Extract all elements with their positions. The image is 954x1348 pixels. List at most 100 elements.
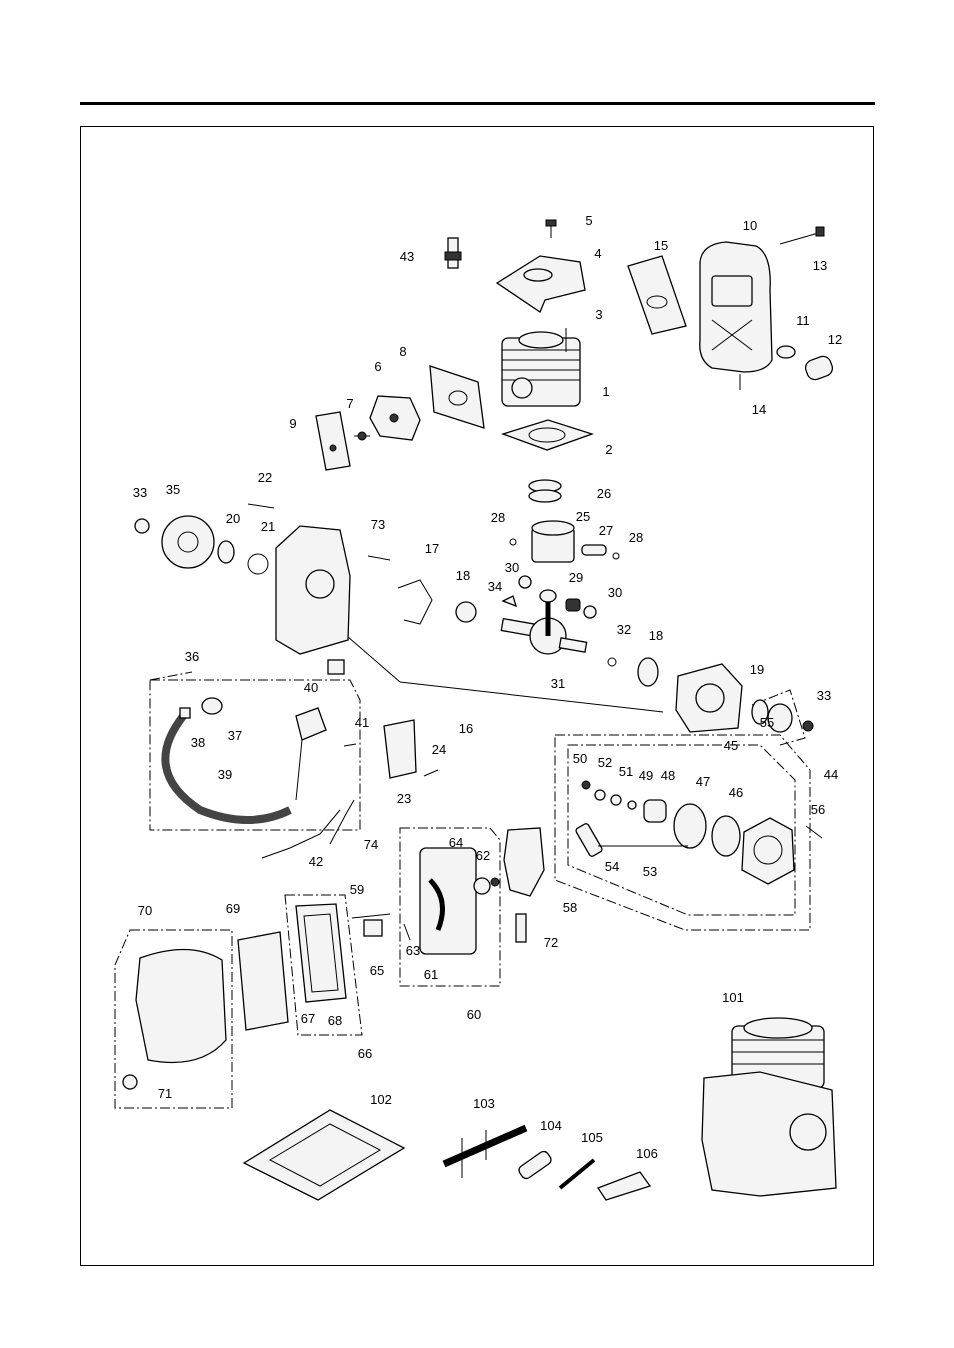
callout-60: 60 (467, 1007, 481, 1022)
callout-9: 9 (289, 416, 296, 431)
group-55-box (751, 689, 806, 746)
washer-51 (610, 794, 622, 806)
callout-15: 15 (654, 238, 668, 253)
key-34 (501, 595, 518, 608)
choke-65 (363, 919, 383, 937)
air-cover-group-box (114, 929, 233, 1109)
callout-14: 14 (752, 402, 766, 417)
callout-46: 46 (729, 785, 743, 800)
bolt-59 (351, 913, 391, 919)
carburetor-group-box (399, 827, 501, 987)
callout-54: 54 (605, 859, 619, 874)
screw-5 (545, 219, 557, 238)
callout-27: 27 (599, 523, 613, 538)
muffler-10 (699, 241, 773, 373)
callout-22: 22 (258, 470, 272, 485)
callout-68: 68 (328, 1013, 342, 1028)
callout-63: 63 (406, 943, 420, 958)
callout-20: 20 (226, 511, 240, 526)
callout-5: 5 (585, 213, 592, 228)
washer-30b (583, 605, 597, 619)
callout-40: 40 (304, 680, 318, 695)
crankcase-half-right (675, 663, 743, 733)
callout-106: 106 (636, 1146, 658, 1161)
callout-102: 102 (370, 1092, 392, 1107)
callout-35: 35 (166, 482, 180, 497)
grommet-37 (201, 697, 223, 715)
recoil-starter-group-box-45 (567, 744, 796, 916)
insulator-gasket-8 (429, 365, 485, 429)
callout-28: 28 (491, 510, 505, 525)
cap-40 (327, 659, 345, 675)
group-36-leader (149, 671, 193, 681)
callout-19: 19 (750, 662, 764, 677)
crankcase-half-left (275, 525, 351, 655)
callout-36: 36 (185, 649, 199, 664)
callout-51: 51 (619, 764, 633, 779)
tool-105 (558, 1158, 596, 1190)
callout-29: 29 (569, 570, 583, 585)
callout-62: 62 (476, 848, 490, 863)
piston-ring-26b (528, 489, 562, 503)
callout-38: 38 (191, 735, 205, 750)
callout-23: 23 (397, 791, 411, 806)
washer-30a (518, 575, 532, 589)
callout-34: 34 (488, 579, 502, 594)
callout-33: 33 (133, 485, 147, 500)
wire-74 (329, 799, 355, 845)
pulley-55 (767, 703, 793, 733)
callout-30: 30 (505, 560, 519, 575)
diagram-frame (80, 126, 874, 1266)
filter-38 (179, 707, 191, 719)
callout-72: 72 (544, 935, 558, 950)
callout-48: 48 (661, 768, 675, 783)
piston-25 (531, 520, 575, 563)
o-ring-64 (473, 877, 491, 895)
gasket-kit-102 (242, 1109, 406, 1201)
bolt-22 (247, 503, 275, 509)
callout-67: 67 (301, 1011, 315, 1026)
handle-54 (575, 823, 603, 857)
crank-assembly (134, 479, 814, 733)
bolt-56 (805, 825, 823, 839)
bearing-18a (455, 601, 477, 623)
callout-70: 70 (138, 903, 152, 918)
air-cover-70 (135, 948, 227, 1064)
reel-48 (643, 799, 667, 823)
washer-20 (217, 540, 235, 564)
bolt-41 (343, 743, 357, 747)
callout-55: 55 (760, 715, 774, 730)
retainer-28b (612, 552, 620, 560)
callout-labels: 1234567891011121314151617181819202122232… (133, 213, 842, 1161)
muffler-gasket-15 (627, 255, 687, 335)
muffler-assembly (627, 226, 834, 390)
fuel-tank-group-box (149, 679, 361, 831)
gasket-9 (315, 411, 351, 471)
callout-74: 74 (364, 837, 378, 852)
callout-58: 58 (563, 900, 577, 915)
callout-105: 105 (581, 1130, 603, 1145)
recoil-starter-assembly (575, 780, 823, 885)
engine-assembly-101 (701, 1017, 837, 1197)
crankcase-16-leader (399, 681, 664, 713)
ring-32 (607, 657, 617, 667)
callout-3: 3 (595, 307, 602, 322)
oil-seal-19 (751, 699, 769, 725)
callout-41: 41 (355, 715, 369, 730)
callout-61: 61 (424, 967, 438, 982)
callout-64: 64 (449, 835, 463, 850)
callout-47: 47 (696, 774, 710, 789)
crankshaft-31 (500, 589, 588, 655)
callout-10: 10 (743, 218, 757, 233)
callout-71: 71 (158, 1086, 172, 1101)
callout-8: 8 (399, 344, 406, 359)
callout-66: 66 (358, 1046, 372, 1061)
air-filter-assembly (122, 903, 347, 1090)
callout-44: 44 (824, 767, 838, 782)
callout-45: 45 (724, 738, 738, 753)
bolt-13 (779, 231, 823, 245)
screw-24 (423, 769, 439, 777)
callout-25: 25 (576, 509, 590, 524)
bolt-63 (403, 923, 411, 941)
